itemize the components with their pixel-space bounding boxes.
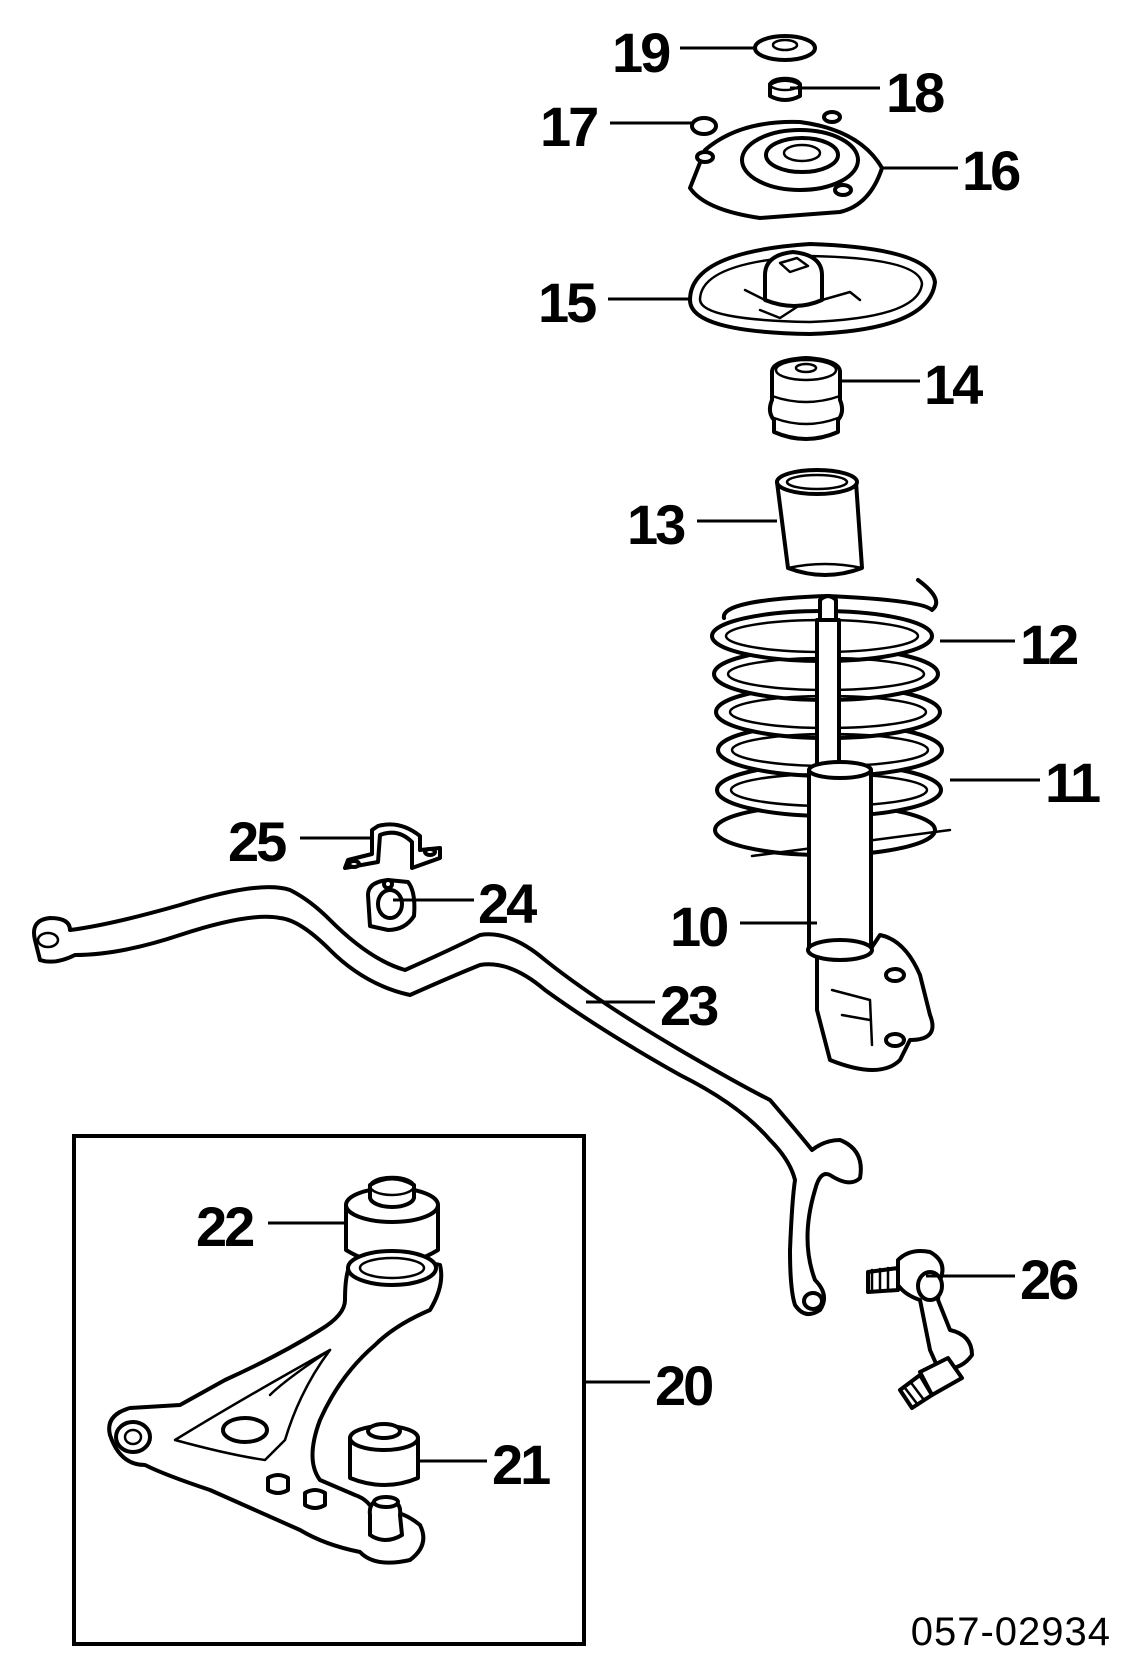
callout-26: 26 — [1020, 1248, 1078, 1311]
part-17-cap-nut — [690, 116, 718, 136]
callout-16: 16 — [962, 139, 1020, 202]
part-10-strut — [806, 760, 935, 1072]
callout-19: 19 — [612, 21, 670, 84]
callout-11: 11 — [1045, 751, 1100, 814]
part-19-dust-cap — [753, 34, 817, 62]
callout-20: 20 — [655, 1354, 712, 1417]
part-16-strut-mount — [688, 110, 884, 220]
part-26-stabilizer-link — [866, 1249, 974, 1410]
callout-21: 21 — [492, 1433, 550, 1496]
callout-24: 24 — [478, 872, 537, 935]
callout-labels: 19 18 17 16 15 14 13 12 11 10 25 24 23 2… — [196, 21, 1103, 1496]
part-18-nut — [768, 76, 802, 102]
part-14-bump-stop — [767, 356, 845, 441]
callout-15: 15 — [538, 271, 596, 334]
callout-25: 25 — [228, 810, 286, 873]
callout-10: 10 — [670, 895, 727, 958]
callout-22: 22 — [196, 1195, 253, 1258]
part-21-arm-bushing — [348, 1422, 420, 1487]
part-22-arm-bushing — [344, 1175, 440, 1266]
part-13-dust-boot — [775, 468, 864, 577]
callout-17: 17 — [540, 95, 597, 158]
part-25-stabilizer-bracket — [343, 822, 442, 870]
callout-18: 18 — [886, 61, 944, 124]
part-24-stabilizer-bushing — [366, 878, 417, 932]
leader-lines — [268, 46, 1040, 1463]
callout-23: 23 — [660, 974, 718, 1037]
part-15-spring-seat — [688, 242, 937, 336]
callout-14: 14 — [924, 353, 983, 416]
diagram-reference-code: 057-02934 — [911, 1610, 1111, 1654]
part-12-piston-rod — [815, 594, 841, 772]
callout-13: 13 — [627, 493, 685, 556]
part-20-lower-arm-box — [72, 1134, 586, 1646]
part-23-stabilizer-bar — [32, 885, 863, 1316]
part-20-lower-control-arm — [107, 1249, 444, 1565]
callout-12: 12 — [1020, 613, 1077, 676]
